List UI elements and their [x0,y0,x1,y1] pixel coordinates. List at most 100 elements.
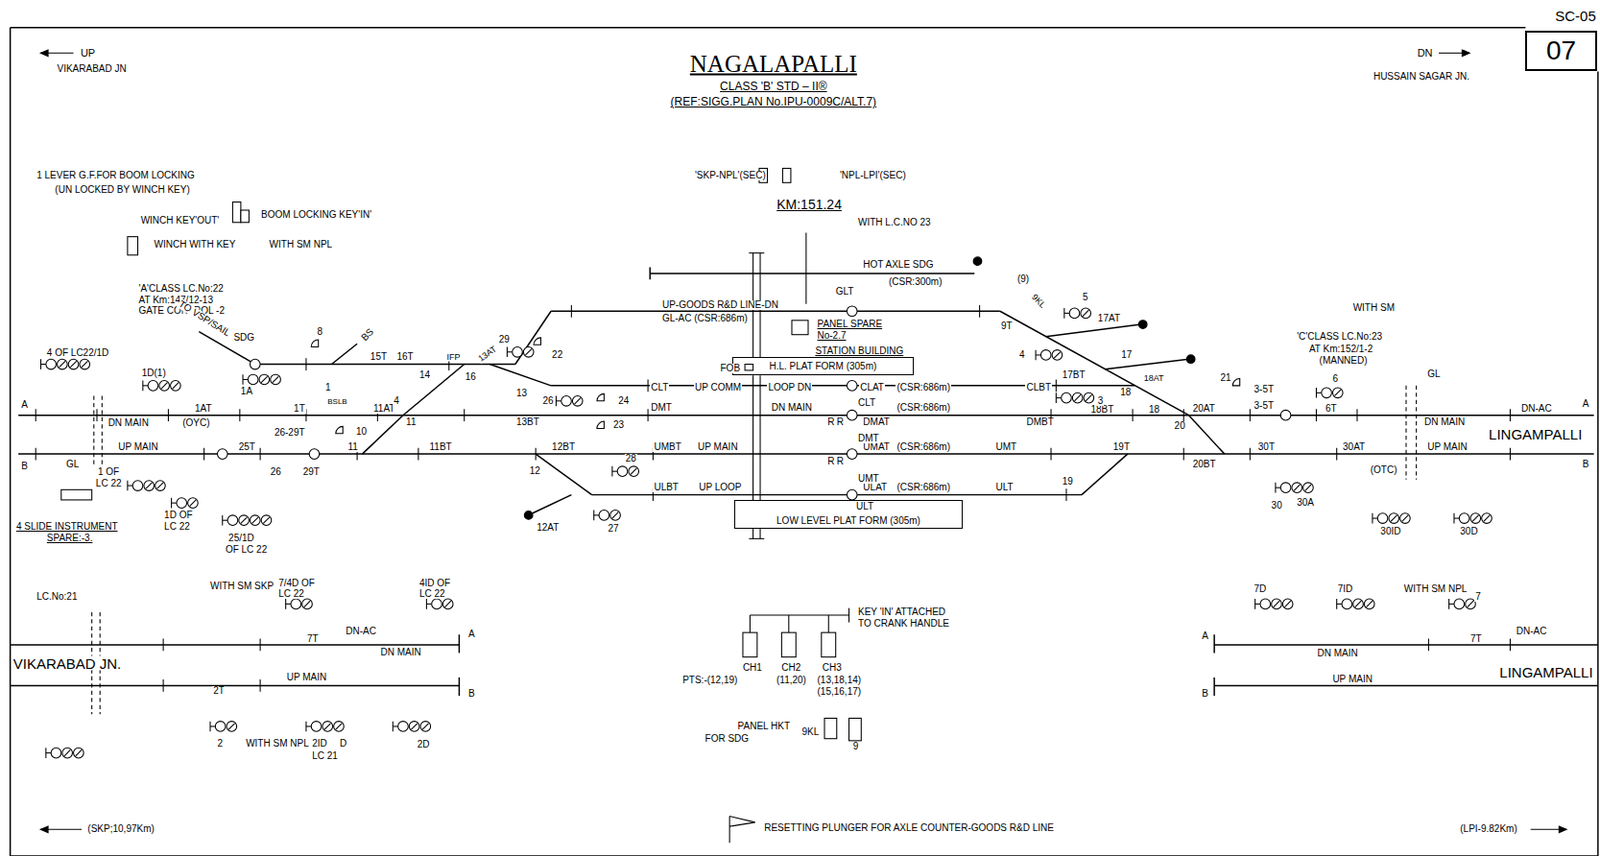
track-joint [163,679,165,693]
plan-label: 2 [215,739,224,749]
plan-label: R [826,456,836,467]
plan-label: 1D(1) [141,368,168,379]
signal-post [222,520,228,522]
foot-over-bridge-link [752,375,754,501]
track-line [458,677,460,696]
equipment-box [781,632,796,658]
signal-aspect [1341,598,1353,610]
signal-aspect [1303,482,1314,494]
signal-aspect [1483,515,1490,522]
plan-label: A [467,629,477,640]
plan-label: UP MAIN [117,442,160,453]
track-joint [1249,408,1251,422]
signal-aspect [1335,389,1341,396]
track-line [18,453,1594,454]
plan-label: DN MAIN [107,418,150,429]
track-line [10,685,460,687]
signal-aspect [574,398,581,405]
signal-aspect [73,747,85,759]
plan-label: 15T [369,352,388,362]
track-joint [1428,639,1430,652]
track-line [10,644,460,645]
route-signal [846,381,858,392]
plan-label: 18 [1119,387,1132,398]
signal-post [392,725,398,727]
plan-label: PANEL HKT [737,721,791,732]
plan-label: 26 [269,467,283,478]
equipment-box [232,202,241,223]
signal-aspect [1390,515,1397,522]
signal-aspect [1074,394,1080,401]
signal-aspect [226,721,238,733]
track-joint [1315,408,1317,422]
signal-post [1372,518,1378,520]
plan-label: 26 [542,396,555,406]
shunt-signal [310,339,318,347]
plan-label: DMAT [861,417,891,428]
route-signal [846,449,858,460]
signal-post [1315,392,1321,394]
plan-label: 10 [355,427,368,437]
signal-aspect [228,723,235,730]
signal-post [1035,354,1041,356]
plan-label: 20 [1173,421,1187,431]
plan-label: 1 OF [96,467,120,478]
node-text: LOW LEVEL PLAT FORM (305m) [774,515,923,526]
track-joint [35,448,37,461]
signal-aspect [261,515,272,526]
plan-label: (15,16,17) [816,687,863,697]
plan-label: 23 [612,420,625,430]
signal-aspect [304,600,311,607]
plan-label: 25T [238,442,257,453]
signal-aspect [68,358,79,370]
plan-label: 4ID OF [418,578,452,589]
signal-aspect [50,747,62,759]
signal-aspect [155,480,167,492]
plan-label: 1 [324,382,333,393]
foot-over-bridge [760,528,762,540]
plan-label: R [826,417,836,428]
signal-aspect [247,374,259,385]
equipment-box [61,167,862,741]
plan-label: CH3 [821,663,843,673]
plan-label: GL [65,459,80,470]
plan-label: 18 [1147,405,1161,415]
plan-label: (MANNED) [1318,356,1369,366]
level-crossing-gate [101,395,103,467]
plan-label: FOR SDG [704,734,751,744]
plan-label: WITH SM [1352,303,1396,313]
signal-post [171,502,177,504]
signal-aspect [408,721,420,733]
equipment-box [824,717,837,739]
plan-label: 30ID [1379,526,1402,537]
plan-label: 27 [607,524,621,534]
plan-label: (13,18,14) [816,675,863,686]
plan-label: 19T [1112,442,1131,453]
track-line [361,415,404,454]
plan-label: 11 [405,417,417,428]
plan-label: (LPI-9.82Km) [1458,824,1518,835]
plan-label: 2T [212,686,226,696]
route-signal [846,409,858,421]
signal-post [1275,487,1281,489]
track-line [1213,677,1215,696]
signal-aspect [170,381,182,392]
signal-post [1449,603,1455,605]
signal-aspect [1083,392,1095,404]
signal-aspect [572,395,583,406]
plan-label: 9 [852,741,860,752]
signal-aspect [431,598,443,610]
plan-label: 1D OF [163,510,193,521]
track-joint [35,305,1510,693]
signal-aspect [598,510,610,522]
signal-aspect [1271,598,1283,610]
signal-post [210,725,215,727]
plan-label: 16 [464,372,478,383]
plan-label: 1AT [193,404,214,414]
plan-label: No-2.7 [816,331,848,341]
signal-aspect [272,376,279,383]
plan-label: 8 [316,327,325,337]
signal-aspect [1053,352,1060,359]
plan-label: 4 [392,396,401,406]
